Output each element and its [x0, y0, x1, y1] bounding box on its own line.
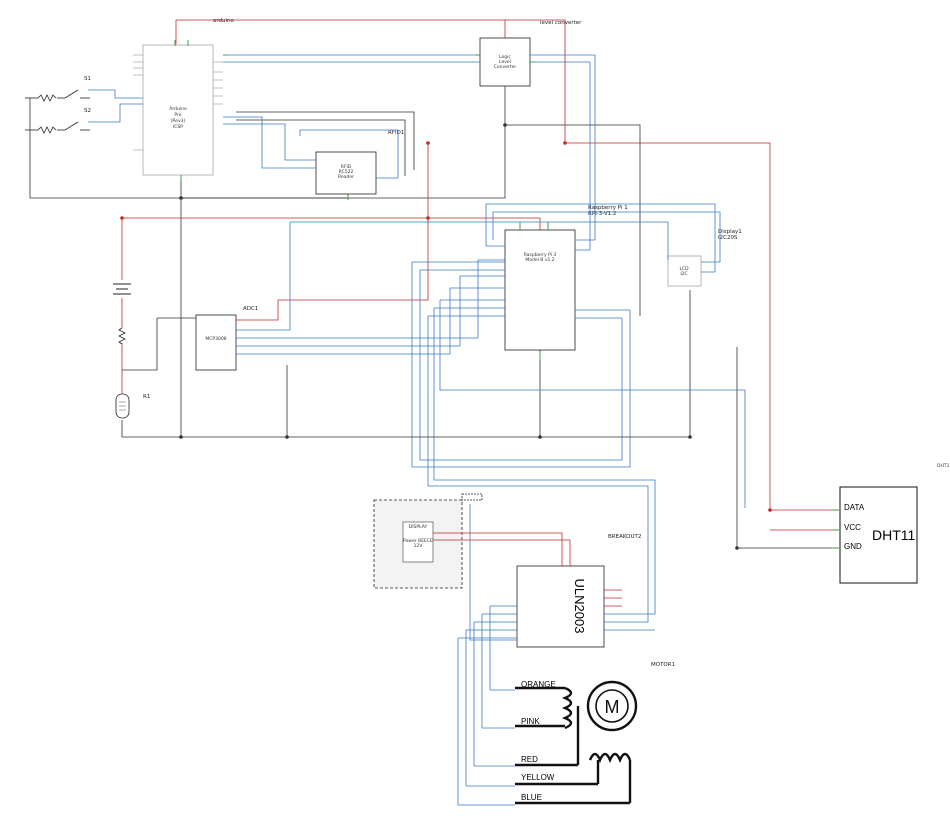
rpi-label: Raspberry Pi 1: [588, 205, 628, 211]
power-label: DISPLAY: [409, 524, 428, 530]
ldr-sensor: R1: [115, 393, 150, 419]
svg-text:I2C: I2C: [680, 271, 687, 277]
junction-dots-black: [179, 123, 739, 550]
wire-yellow: YELLOW: [521, 773, 555, 782]
wire-red: RED: [521, 755, 538, 764]
dht-pin-vcc: VCC: [844, 523, 861, 532]
level-converter-label: level converter: [540, 20, 582, 26]
dht-name: DHT11: [872, 527, 916, 543]
s2-label: S2: [84, 108, 91, 114]
motor-coils: [515, 686, 632, 805]
power-module: DISPLAY Power BEECE 12V: [373, 493, 483, 589]
junction-dots: [120, 141, 772, 512]
arduino-label: arduino: [213, 18, 235, 24]
svg-text:LCD: LCD: [679, 266, 689, 272]
r1-label: R1: [143, 394, 150, 400]
s1-label: S1: [84, 76, 91, 82]
adc-chip: ADC1 MCP3008: [195, 306, 258, 371]
wires-red: [121, 19, 840, 607]
svg-text:M: M: [605, 697, 620, 717]
svg-text:MCP3008: MCP3008: [205, 336, 226, 342]
svg-text:(Rev3): (Rev3): [171, 118, 186, 124]
dht11-sensor: DATA VCC GND DHT11: [839, 486, 918, 584]
resistor-symbol: [118, 327, 126, 345]
display1-label: Display1: [718, 229, 742, 235]
display1-sublabel: I2C20S: [718, 235, 738, 241]
dht-tag: DHT1: [937, 463, 950, 469]
wires-blue: [88, 54, 746, 806]
svg-text:Reader: Reader: [338, 174, 354, 180]
svg-text:Model B v1.2: Model B v1.2: [525, 257, 554, 263]
svg-text:Logic: Logic: [499, 54, 511, 60]
svg-text:Converter: Converter: [494, 64, 517, 70]
motor-wire-labels: ORANGE PINK RED YELLOW BLUE: [521, 680, 556, 802]
svg-text:Raspberry Pi 3: Raspberry Pi 3: [524, 252, 557, 258]
svg-text:ICSP: ICSP: [173, 124, 183, 130]
rfid-label: RFID1: [388, 130, 404, 136]
rpi-sublabel: RPI-3-V1.2: [588, 211, 616, 217]
svg-text:RFID: RFID: [341, 164, 352, 170]
svg-text:RC522: RC522: [339, 169, 354, 175]
battery-symbol: [113, 283, 131, 295]
dht-pin-data: DATA: [844, 503, 865, 512]
adc-label: ADC1: [243, 306, 258, 312]
switch-s1: [25, 89, 90, 102]
wire-pink: PINK: [521, 717, 540, 726]
svg-text:Pro: Pro: [174, 112, 181, 118]
dht-pin-gnd: GND: [844, 542, 862, 551]
rfid-reader: RFID1 RFID RC522 Reader: [315, 130, 404, 195]
svg-text:Power BEECE: Power BEECE: [403, 538, 433, 544]
raspberry-pi: Raspberry Pi 1 RPI-3-V1.2 Raspberry Pi 3…: [504, 205, 628, 351]
motor-symbol: M: [586, 680, 638, 732]
level-converter: level converter Logic Level Converter: [479, 20, 582, 87]
uln2003-driver: ULN2003: [516, 565, 605, 648]
arduino-board: arduino Arduino Pro (Rev3) ICSP: [133, 18, 235, 176]
breakout-label: BREAKOUT2: [608, 534, 641, 540]
motor-label: MOTOR1: [651, 662, 675, 668]
uln-label: ULN2003: [572, 579, 587, 634]
switch-s2: [25, 121, 90, 134]
svg-text:Arduino: Arduino: [169, 106, 187, 112]
lcd-display: Display1 I2C20S LCD I2C: [667, 229, 742, 287]
svg-text:Level: Level: [499, 59, 511, 65]
wire-blue: BLUE: [521, 793, 542, 802]
svg-text:12V: 12V: [414, 543, 424, 549]
wire-orange: ORANGE: [521, 680, 556, 689]
wires-green: [174, 40, 840, 549]
